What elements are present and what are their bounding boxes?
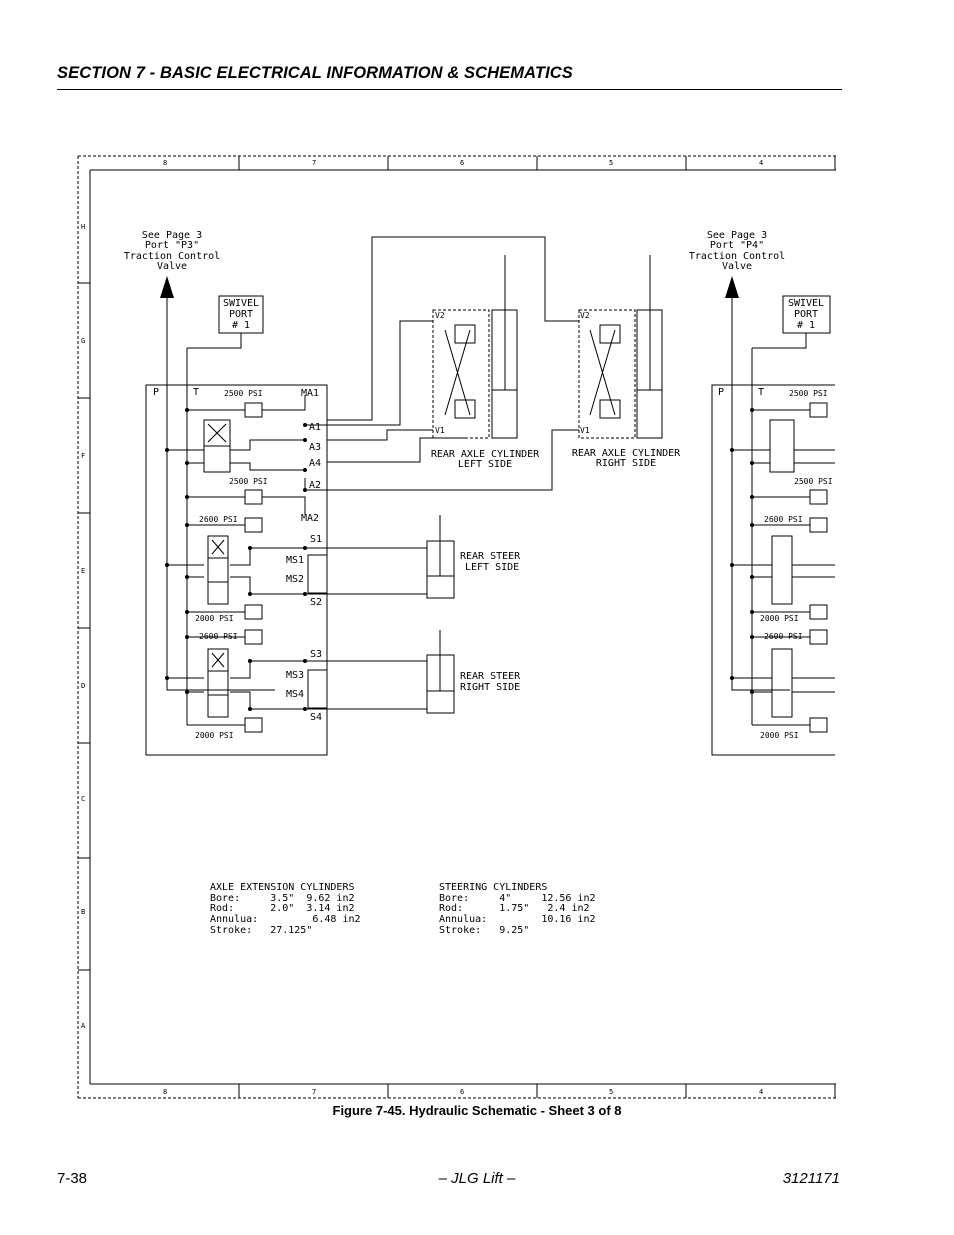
grid-col-7: 7 bbox=[312, 159, 316, 167]
grid-col-7-bottom: 7 bbox=[312, 1088, 316, 1096]
left-ref-line4: Valve bbox=[157, 261, 187, 272]
pressure-6: 2000 PSI bbox=[195, 731, 234, 740]
grid-col-8-bottom: 8 bbox=[163, 1088, 167, 1096]
grid-col-4: 4 bbox=[759, 159, 763, 167]
pressure-2: 2500 PSI bbox=[229, 477, 268, 486]
valve-v2-right: V2 bbox=[580, 311, 590, 320]
swivel-right-line2: PORT bbox=[794, 309, 818, 320]
rear-axle-left-line2: LEFT SIDE bbox=[458, 459, 512, 470]
pressure-1: 2500 PSI bbox=[224, 389, 263, 398]
port-s3: S3 bbox=[310, 649, 322, 660]
steering-specs-bore: Bore: 4" 12.56 in2 bbox=[439, 893, 596, 904]
port-a4: A4 bbox=[309, 458, 321, 469]
rear-steer-right-line1: REAR STEER bbox=[460, 671, 521, 682]
manifold-right bbox=[711, 384, 835, 756]
footer-center: – JLG Lift – bbox=[438, 1170, 516, 1187]
axle-cylinder-left-valveblock bbox=[432, 309, 490, 439]
port-ms3: MS3 bbox=[286, 670, 304, 681]
axle-specs-annulua: Annulua: 6.48 in2 bbox=[210, 914, 361, 925]
rear-steer-right-line2: RIGHT SIDE bbox=[460, 682, 520, 693]
port-a3: A3 bbox=[309, 442, 321, 453]
axle-specs-rod: Rod: 2.0" 3.14 in2 bbox=[210, 903, 355, 914]
right-ref-line2: Port "P4" bbox=[710, 240, 764, 251]
port-s4: S4 bbox=[310, 712, 322, 723]
port-a1: A1 bbox=[309, 422, 321, 433]
right-pressure-3: 2600 PSI bbox=[764, 515, 803, 524]
frame-outer bbox=[77, 155, 836, 1099]
grid-row-g: G bbox=[81, 337, 85, 345]
right-manifold-port-t: T bbox=[758, 387, 764, 398]
left-ref-line2: Port "P3" bbox=[145, 240, 199, 251]
swivel-left-line1: SWIVEL bbox=[223, 298, 259, 309]
axle-cylinder-right-valveblock bbox=[578, 309, 636, 439]
right-ref-line4: Valve bbox=[722, 261, 752, 272]
grid-row-b: B bbox=[81, 908, 85, 916]
valve-v2-left: V2 bbox=[435, 311, 445, 320]
steering-specs-annulua: Annulua: 10.16 in2 bbox=[439, 914, 596, 925]
grid-row-d: D bbox=[81, 682, 85, 690]
manifold-port-p: P bbox=[153, 387, 159, 398]
axle-specs-bore: Bore: 3.5" 9.62 in2 bbox=[210, 893, 355, 904]
port-a2: A2 bbox=[309, 480, 321, 491]
right-arrow-up bbox=[725, 276, 739, 298]
frame-inner bbox=[89, 169, 836, 1085]
swivel-right-line3: # 1 bbox=[797, 320, 815, 331]
right-pressure-6: 2000 PSI bbox=[760, 731, 799, 740]
right-pressure-4: 2000 PSI bbox=[760, 614, 799, 623]
grid-row-f: F bbox=[81, 452, 85, 460]
swivel-left-line2: PORT bbox=[229, 309, 253, 320]
axle-specs-title: AXLE EXTENSION CYLINDERS bbox=[210, 882, 355, 893]
right-ref-line1: See Page 3 bbox=[707, 230, 767, 241]
port-ma1: MA1 bbox=[301, 388, 319, 399]
valve-v1-left: V1 bbox=[435, 426, 445, 435]
rear-axle-right-line1: REAR AXLE CYLINDER bbox=[572, 448, 681, 459]
grid-row-e: E bbox=[81, 567, 85, 575]
section-title: SECTION 7 - BASIC ELECTRICAL INFORMATION… bbox=[57, 64, 573, 82]
steering-specs-stroke: Stroke: 9.25" bbox=[439, 925, 529, 936]
steering-specs-title: STEERING CYLINDERS bbox=[439, 882, 547, 893]
grid-row-h: H bbox=[81, 223, 85, 231]
swivel-right-line1: SWIVEL bbox=[788, 298, 824, 309]
grid-row-a: A bbox=[81, 1022, 86, 1030]
pressure-4: 2000 PSI bbox=[195, 614, 234, 623]
grid-col-8: 8 bbox=[163, 159, 167, 167]
page-number: 7-38 bbox=[57, 1170, 88, 1187]
grid-col-5-bottom: 5 bbox=[609, 1088, 613, 1096]
port-ms4: MS4 bbox=[286, 689, 304, 700]
grid-row-c: C bbox=[81, 795, 85, 803]
right-pressure-1: 2500 PSI bbox=[789, 389, 828, 398]
right-ref-line3: Traction Control bbox=[689, 251, 785, 262]
swivel-left-line3: # 1 bbox=[232, 320, 250, 331]
right-pressure-5: 2600 PSI bbox=[764, 632, 803, 641]
grid-col-6-bottom: 6 bbox=[460, 1088, 464, 1096]
port-ma2: MA2 bbox=[301, 513, 319, 524]
valve-v1-right: V1 bbox=[580, 426, 590, 435]
document-number: 3121171 bbox=[782, 1170, 840, 1187]
grid-col-5: 5 bbox=[609, 159, 613, 167]
left-ref-line1: See Page 3 bbox=[142, 230, 202, 241]
header-rule bbox=[57, 89, 842, 90]
left-arrow-up bbox=[160, 276, 174, 298]
rear-steer-left-line1: REAR STEER bbox=[460, 551, 521, 562]
port-s1: S1 bbox=[310, 534, 322, 545]
pressure-5: 2600 PSI bbox=[199, 632, 238, 641]
grid-col-4-bottom: 4 bbox=[759, 1088, 763, 1096]
axle-specs-stroke: Stroke: 27.125" bbox=[210, 925, 312, 936]
rear-steer-left-line2: LEFT SIDE bbox=[465, 562, 519, 573]
port-s2: S2 bbox=[310, 597, 322, 608]
steering-specs-rod: Rod: 1.75" 2.4 in2 bbox=[439, 903, 590, 914]
grid-col-6: 6 bbox=[460, 159, 464, 167]
port-ms1: MS1 bbox=[286, 555, 304, 566]
rear-axle-right-line2: RIGHT SIDE bbox=[596, 458, 656, 469]
rear-axle-left-line1: REAR AXLE CYLINDER bbox=[431, 449, 540, 460]
right-pressure-2: 2500 PSI bbox=[794, 477, 833, 486]
right-manifold-port-p: P bbox=[718, 387, 724, 398]
left-ref-line3: Traction Control bbox=[124, 251, 220, 262]
pressure-3: 2600 PSI bbox=[199, 515, 238, 524]
manifold-port-t: T bbox=[193, 387, 199, 398]
figure-caption: Figure 7-45. Hydraulic Schematic - Sheet… bbox=[332, 1103, 622, 1118]
port-ms2: MS2 bbox=[286, 574, 304, 585]
